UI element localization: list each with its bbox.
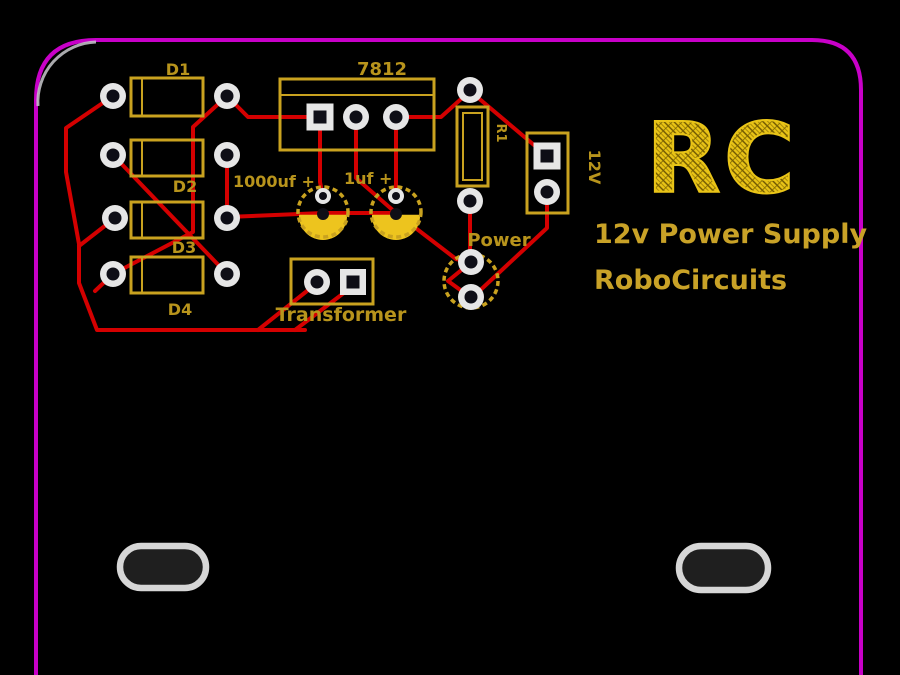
silk-label-1000uf: 1000uf + <box>233 172 315 191</box>
mounting-slot-left <box>116 542 210 592</box>
component-d1[interactable]: D1 <box>100 60 240 118</box>
silk-label-d4: D4 <box>168 300 192 319</box>
pad-hole <box>464 255 478 269</box>
pad-hole <box>220 89 234 103</box>
silk-label-d2: D2 <box>173 177 197 196</box>
board-subtitle-text: RoboCircuits <box>594 265 787 296</box>
power-outline <box>442 252 500 310</box>
copper-trace <box>354 115 398 215</box>
pad-hole <box>220 267 234 281</box>
pad-hole <box>463 194 477 208</box>
resistor-body-inner <box>462 112 483 181</box>
pad-hole <box>540 149 554 163</box>
silk-label-r1: R1 <box>493 123 508 142</box>
pad-hole <box>349 110 363 124</box>
component-d2[interactable]: D2 <box>100 138 240 196</box>
copper-trace <box>402 89 472 119</box>
pad-hole <box>317 208 329 220</box>
silk-label-d3: D3 <box>172 238 196 257</box>
pad-hole <box>392 192 400 200</box>
component-d3[interactable]: D3 <box>102 200 240 257</box>
silk-label-1uf: 1uf + <box>344 169 392 188</box>
diode-body <box>129 138 205 178</box>
cap-outline <box>369 185 423 239</box>
component-d4[interactable]: D4 <box>100 255 240 319</box>
component-resistor[interactable]: R1 <box>455 77 508 214</box>
rc-logo: RC <box>646 102 798 215</box>
board-outline <box>34 38 863 675</box>
pad-hole <box>108 211 122 225</box>
pad-hole <box>106 148 120 162</box>
component-cap-1000uf[interactable]: 1000uf + <box>233 172 350 240</box>
pad-hole <box>313 110 327 124</box>
pad-hole <box>463 83 477 97</box>
pad-hole <box>346 275 360 289</box>
regulator-body <box>278 77 436 152</box>
pad-hole <box>390 208 402 220</box>
board-title-text: 12v Power Supply <box>594 219 867 250</box>
silk-label-power: Power <box>467 230 530 251</box>
copper-trace <box>111 94 229 276</box>
pad-hole <box>310 275 324 289</box>
resistor-body <box>455 105 490 188</box>
board-corner-mill-arc <box>36 40 97 107</box>
copper-trace <box>64 94 307 332</box>
pad-hole <box>220 211 234 225</box>
pad-hole <box>319 192 327 200</box>
pad-hole <box>106 267 120 281</box>
silk-label-d1: D1 <box>166 60 190 79</box>
cap-outline <box>296 185 350 239</box>
silk-label-transformer: Transformer <box>276 304 407 326</box>
connector-body <box>525 131 570 215</box>
transformer-body <box>289 257 375 306</box>
component-cap-1uf[interactable]: 1uf + <box>344 169 423 240</box>
pad-hole <box>389 110 403 124</box>
pad-hole <box>220 148 234 162</box>
component-transformer[interactable]: Transformer <box>276 257 407 326</box>
mounting-slot-right <box>675 542 772 594</box>
pad-hole <box>464 290 478 304</box>
component-regulator-7812[interactable]: 7812 <box>278 59 436 152</box>
copper-trace <box>225 94 322 119</box>
pad-hole <box>106 89 120 103</box>
component-power-connector[interactable]: Power <box>442 230 531 310</box>
branding: RC 12v Power Supply RoboCircuits <box>594 101 867 296</box>
diode-body <box>129 200 205 240</box>
pad-hole <box>540 185 554 199</box>
diode-body <box>129 76 205 118</box>
silk-label-7812: 7812 <box>357 59 407 80</box>
component-12v-connector[interactable]: 12V <box>525 131 604 215</box>
diode-body <box>129 255 205 295</box>
copper-trace <box>256 281 319 332</box>
silk-label-12v: 12V <box>585 150 604 185</box>
